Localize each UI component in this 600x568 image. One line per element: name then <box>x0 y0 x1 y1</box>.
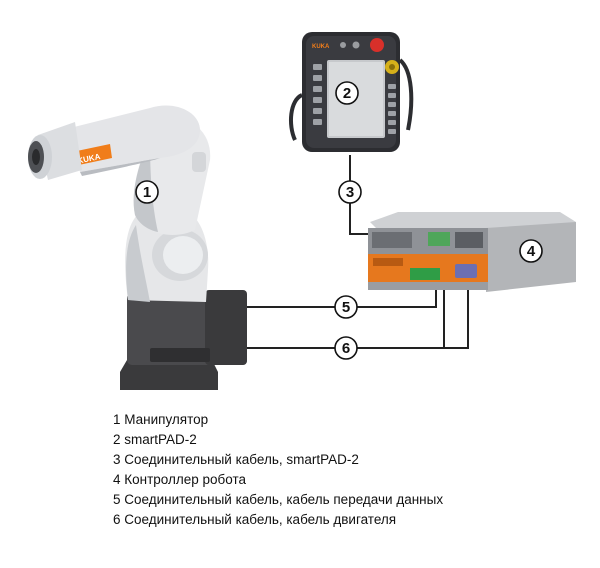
pendant-keys-right <box>388 84 396 134</box>
legend-item-smartpad: 2 smartPAD-2 <box>113 432 197 447</box>
legend-item-motor-cable: 6 Соединительный кабель, кабель двигател… <box>113 512 397 527</box>
legend-item-manipulator: 1 Манипулятор <box>113 412 209 427</box>
cable-motor <box>245 284 469 349</box>
pendant-handle-left <box>288 93 304 141</box>
cable-data <box>245 287 437 308</box>
pendant-handle-right <box>398 58 414 131</box>
emergency-stop-button <box>370 38 384 52</box>
legend-item-smartpad-cable: 3 Соединительный кабель, smartPAD-2 <box>113 452 359 467</box>
callout-5: 5 <box>334 295 358 319</box>
svg-text:3: 3 <box>346 184 354 201</box>
legend-item-controller: 4 Контроллер робота <box>113 472 247 487</box>
robot-base <box>120 360 218 390</box>
callout-6: 6 <box>334 336 358 360</box>
svg-text:1: 1 <box>143 184 151 201</box>
legend-item-data-cable: 5 Соединительный кабель, кабель передачи… <box>113 492 444 507</box>
robot-manipulator: KUKA <box>28 105 247 390</box>
callout-4: 4 <box>519 239 543 263</box>
robot-controller <box>368 212 576 292</box>
svg-text:4: 4 <box>527 243 536 260</box>
controller-connector-data <box>410 268 440 280</box>
svg-text:5: 5 <box>342 299 350 316</box>
pendant-logo: KUKA <box>312 44 330 50</box>
legend: 1 Манипулятор 2 smartPAD-2 3 Соединитель… <box>113 410 583 530</box>
callout-2: 2 <box>335 81 359 105</box>
svg-text:2: 2 <box>343 85 351 102</box>
pendant-keys-left <box>313 64 322 125</box>
robot-logo-stripe <box>72 144 112 166</box>
callout-3: 3 <box>338 180 362 204</box>
callout-1: 1 <box>135 180 159 204</box>
controller-board <box>428 232 450 246</box>
controller-connector-motor <box>455 264 477 278</box>
svg-text:6: 6 <box>342 340 350 357</box>
